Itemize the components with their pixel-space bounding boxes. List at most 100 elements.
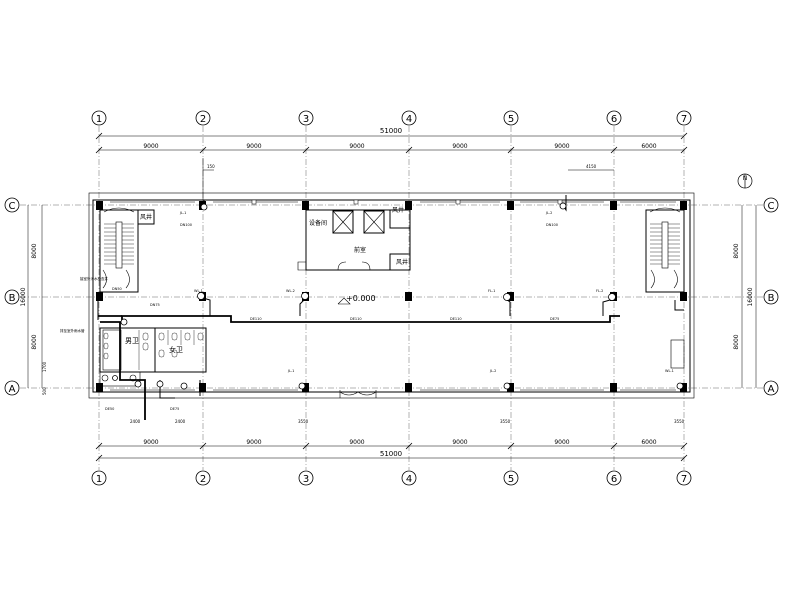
span-3-4-top: 9000 (349, 143, 364, 150)
svg-text:5: 5 (508, 114, 514, 125)
structural-columns (96, 201, 687, 392)
air-shaft-mid-label: 风井 (392, 206, 404, 214)
axis-bubble-1-top: 1 (91, 110, 107, 126)
axis-bubble-1-bottom: 1 (91, 470, 107, 486)
axis-bubble-C-left: C (4, 197, 20, 213)
axis-bubble-4-top: 4 (401, 110, 417, 126)
axis-bubble-5-top: 5 (503, 110, 519, 126)
row-span-b-c-left: 8000 (31, 243, 38, 258)
axis-bubble-4-bottom: 4 (401, 470, 417, 486)
riser-symbols (112, 202, 684, 390)
svg-text:6: 6 (611, 114, 617, 125)
svg-text:4: 4 (406, 474, 412, 485)
svg-text:B: B (9, 293, 16, 304)
pipe-label: WL-2 (286, 289, 295, 293)
axis-bubble-3-bottom: 3 (298, 470, 314, 486)
pipe-label: JL-2 (545, 211, 552, 215)
svg-text:A: A (9, 384, 16, 395)
svg-text:C: C (768, 201, 775, 212)
span-5-6-bottom: 9000 (554, 439, 569, 446)
pipe-label: WL-1 (194, 289, 203, 293)
row-span-a-b-left: 8000 (31, 334, 38, 349)
pipe-label: JL-1 (287, 369, 294, 373)
pipe-label: DE75 (170, 407, 179, 411)
svg-text:1: 1 (96, 474, 102, 485)
axis-bubble-7-top: 7 (676, 110, 692, 126)
axis-bubble-A-left: A (4, 380, 20, 396)
axis-bubble-C-right: C (763, 197, 779, 213)
span-6-7-bottom: 6000 (641, 439, 656, 446)
span-3-4-bottom: 9000 (349, 439, 364, 446)
air-shaft-left-label: 风井 (140, 213, 152, 221)
svg-text:5: 5 (508, 474, 514, 485)
shaft-right-label: 风井 (396, 258, 408, 266)
exterior-walls (88, 192, 695, 399)
axis-gridlines (20, 126, 763, 470)
pipe-annotations: JL-1 DN100 JL-2 DN100 WL-1 WL-2 FL-1 FL-… (60, 211, 674, 411)
axis-bubbles-top: 1 2 3 4 5 6 7 (91, 110, 692, 126)
north-arrow-icon: N (737, 173, 753, 189)
pipe-label: FL-1 (488, 289, 495, 293)
axis-bubble-7-bottom: 7 (676, 470, 692, 486)
left-small-dim-1: 1700 (42, 361, 47, 372)
drain-note: 排至室外雨水管 (60, 328, 85, 333)
pipe-label: JL-2 (489, 369, 496, 373)
pipe-label: FL-2 (596, 289, 603, 293)
pipe-label: DN75 (150, 303, 160, 307)
dimensions-top: 51000 9000 9000 9000 9000 9000 6000 150 … (95, 127, 688, 200)
svg-text:A: A (768, 384, 775, 395)
pipe-label: DN100 (546, 223, 558, 227)
pipe-label: DE110 (350, 317, 362, 321)
pipe-label: DE75 (550, 317, 559, 321)
span-2-3-bottom: 9000 (246, 439, 261, 446)
svg-text:7: 7 (681, 114, 687, 125)
svg-text:N: N (743, 175, 748, 182)
span-5-6-top: 9000 (554, 143, 569, 150)
svg-text:7: 7 (681, 474, 687, 485)
span-1-2-top: 9000 (143, 143, 158, 150)
left-small-dim-2: 500 (42, 387, 47, 395)
pipe-network (97, 195, 620, 420)
stair-left: 风井 (99, 207, 155, 293)
total-width-left: 16000 (20, 287, 27, 306)
span-2-3-top: 9000 (246, 143, 261, 150)
svg-text:4: 4 (406, 114, 412, 125)
elevation-marker: +0.000 (337, 294, 376, 305)
elevation-label: +0.000 (346, 294, 376, 303)
pipe-label: WL-1 (665, 369, 674, 373)
offset-bottom-5: 3550 (674, 419, 685, 424)
interior-partitions (339, 300, 685, 398)
svg-text:2: 2 (200, 114, 206, 125)
axis-bubbles-bottom: 1 2 3 4 5 6 7 (91, 470, 692, 486)
offset-top-left: 150 (207, 164, 215, 169)
offset-bottom-2: 2400 (175, 419, 186, 424)
span-6-7-top: 6000 (641, 143, 656, 150)
offset-top-right: 4150 (586, 164, 597, 169)
toilet-block: 男卫 女卫 (99, 327, 207, 387)
male-wc-label: 男卫 (125, 337, 139, 345)
span-4-5-top: 9000 (452, 143, 467, 150)
drain-note: 接室外污水检查井 (80, 276, 108, 281)
svg-text:2: 2 (200, 474, 206, 485)
axis-bubble-2-top: 2 (195, 110, 211, 126)
offset-bottom-3: 3550 (298, 419, 309, 424)
row-span-a-b-right: 8000 (733, 334, 740, 349)
axis-bubbles-rows: C B A C B A (4, 197, 779, 396)
pipe-label: DN100 (180, 223, 192, 227)
dimensions-bottom: 9000 9000 9000 9000 9000 6000 51000 2400… (95, 419, 688, 462)
axis-bubble-2-bottom: 2 (195, 470, 211, 486)
svg-text:1: 1 (96, 114, 102, 125)
pipe-label: DE110 (450, 317, 462, 321)
pipe-label: DN50 (112, 287, 122, 291)
building-core: 设备间 风井 前室 风井 (297, 206, 411, 271)
svg-text:B: B (768, 293, 775, 304)
total-width-right: 16000 (747, 287, 754, 306)
dimensions-sides: 8000 8000 16000 8000 8000 16000 1700 500 (20, 205, 757, 395)
pipe-label: JL-1 (179, 211, 186, 215)
offset-bottom-1: 2400 (130, 419, 141, 424)
svg-text:C: C (9, 201, 16, 212)
axis-bubble-3-top: 3 (298, 110, 314, 126)
axis-bubble-6-bottom: 6 (606, 470, 622, 486)
front-room-label: 前室 (354, 246, 366, 254)
